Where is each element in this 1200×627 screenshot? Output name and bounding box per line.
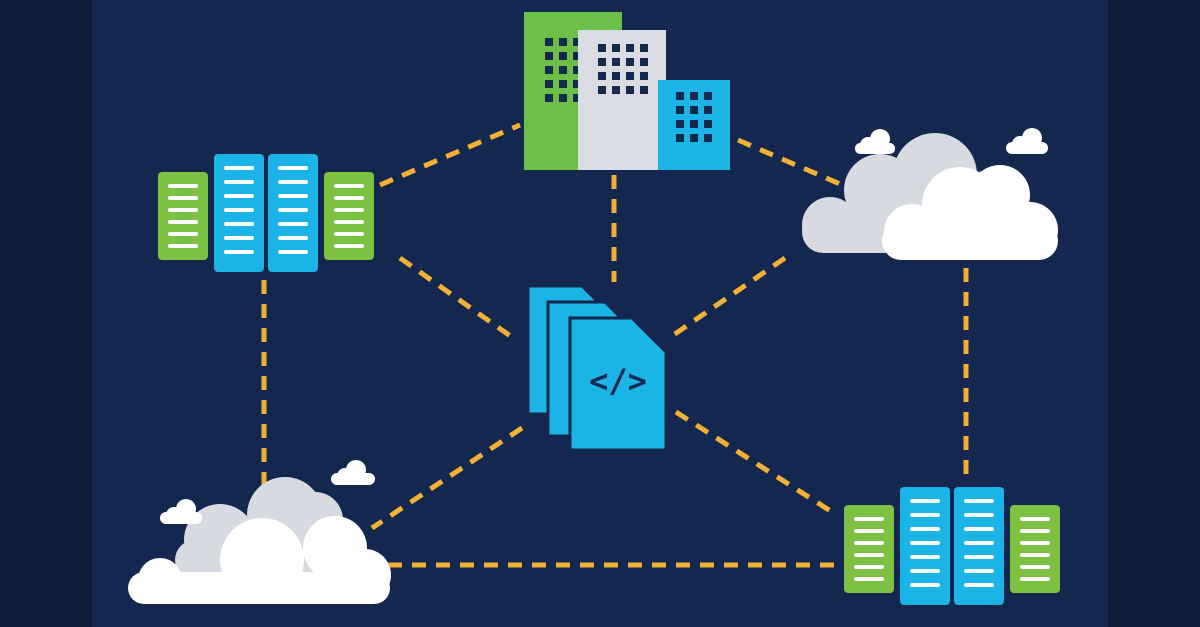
small-cloud — [160, 499, 202, 524]
left-edge-strip — [0, 0, 92, 627]
cloud-front — [882, 165, 1058, 260]
server-unit-green-right — [324, 172, 374, 260]
small-cloud — [1006, 128, 1048, 154]
cloud-icon — [802, 128, 1058, 260]
cloud-front — [128, 516, 391, 604]
server-unit-green-left — [158, 172, 208, 260]
connector-cloud-top-right-to-code-documents-center — [670, 255, 787, 339]
server-unit-green-right — [1010, 505, 1060, 593]
server-rack-icon — [158, 154, 374, 272]
office-buildings-icon — [524, 12, 730, 170]
server-unit-green-left — [844, 505, 894, 593]
small-cloud — [855, 129, 895, 154]
building-windows-blue — [676, 92, 712, 142]
connector-server-rack-top-left-to-code-documents-center — [398, 255, 518, 343]
code-documents-icon: </> — [526, 284, 668, 452]
connector-code-documents-center-to-server-rack-bottom-right — [674, 409, 834, 515]
connector-links — [261, 122, 969, 568]
connector-server-rack-top-left-to-enterprise-buildings — [379, 122, 521, 188]
code-brackets-label: </> — [589, 362, 647, 400]
server-unit-blue-2 — [954, 487, 1004, 605]
building-windows-gray — [598, 44, 648, 94]
connector-code-documents-center-to-cloud-bottom-left — [370, 425, 524, 531]
right-edge-strip — [1108, 0, 1200, 627]
server-unit-blue-1 — [900, 487, 950, 605]
cloud-icon — [128, 460, 391, 604]
server-rack-icon — [844, 487, 1060, 605]
building-windows-green — [545, 38, 581, 102]
server-unit-blue-1 — [214, 154, 264, 272]
small-cloud — [331, 460, 375, 485]
server-unit-blue-2 — [268, 154, 318, 272]
